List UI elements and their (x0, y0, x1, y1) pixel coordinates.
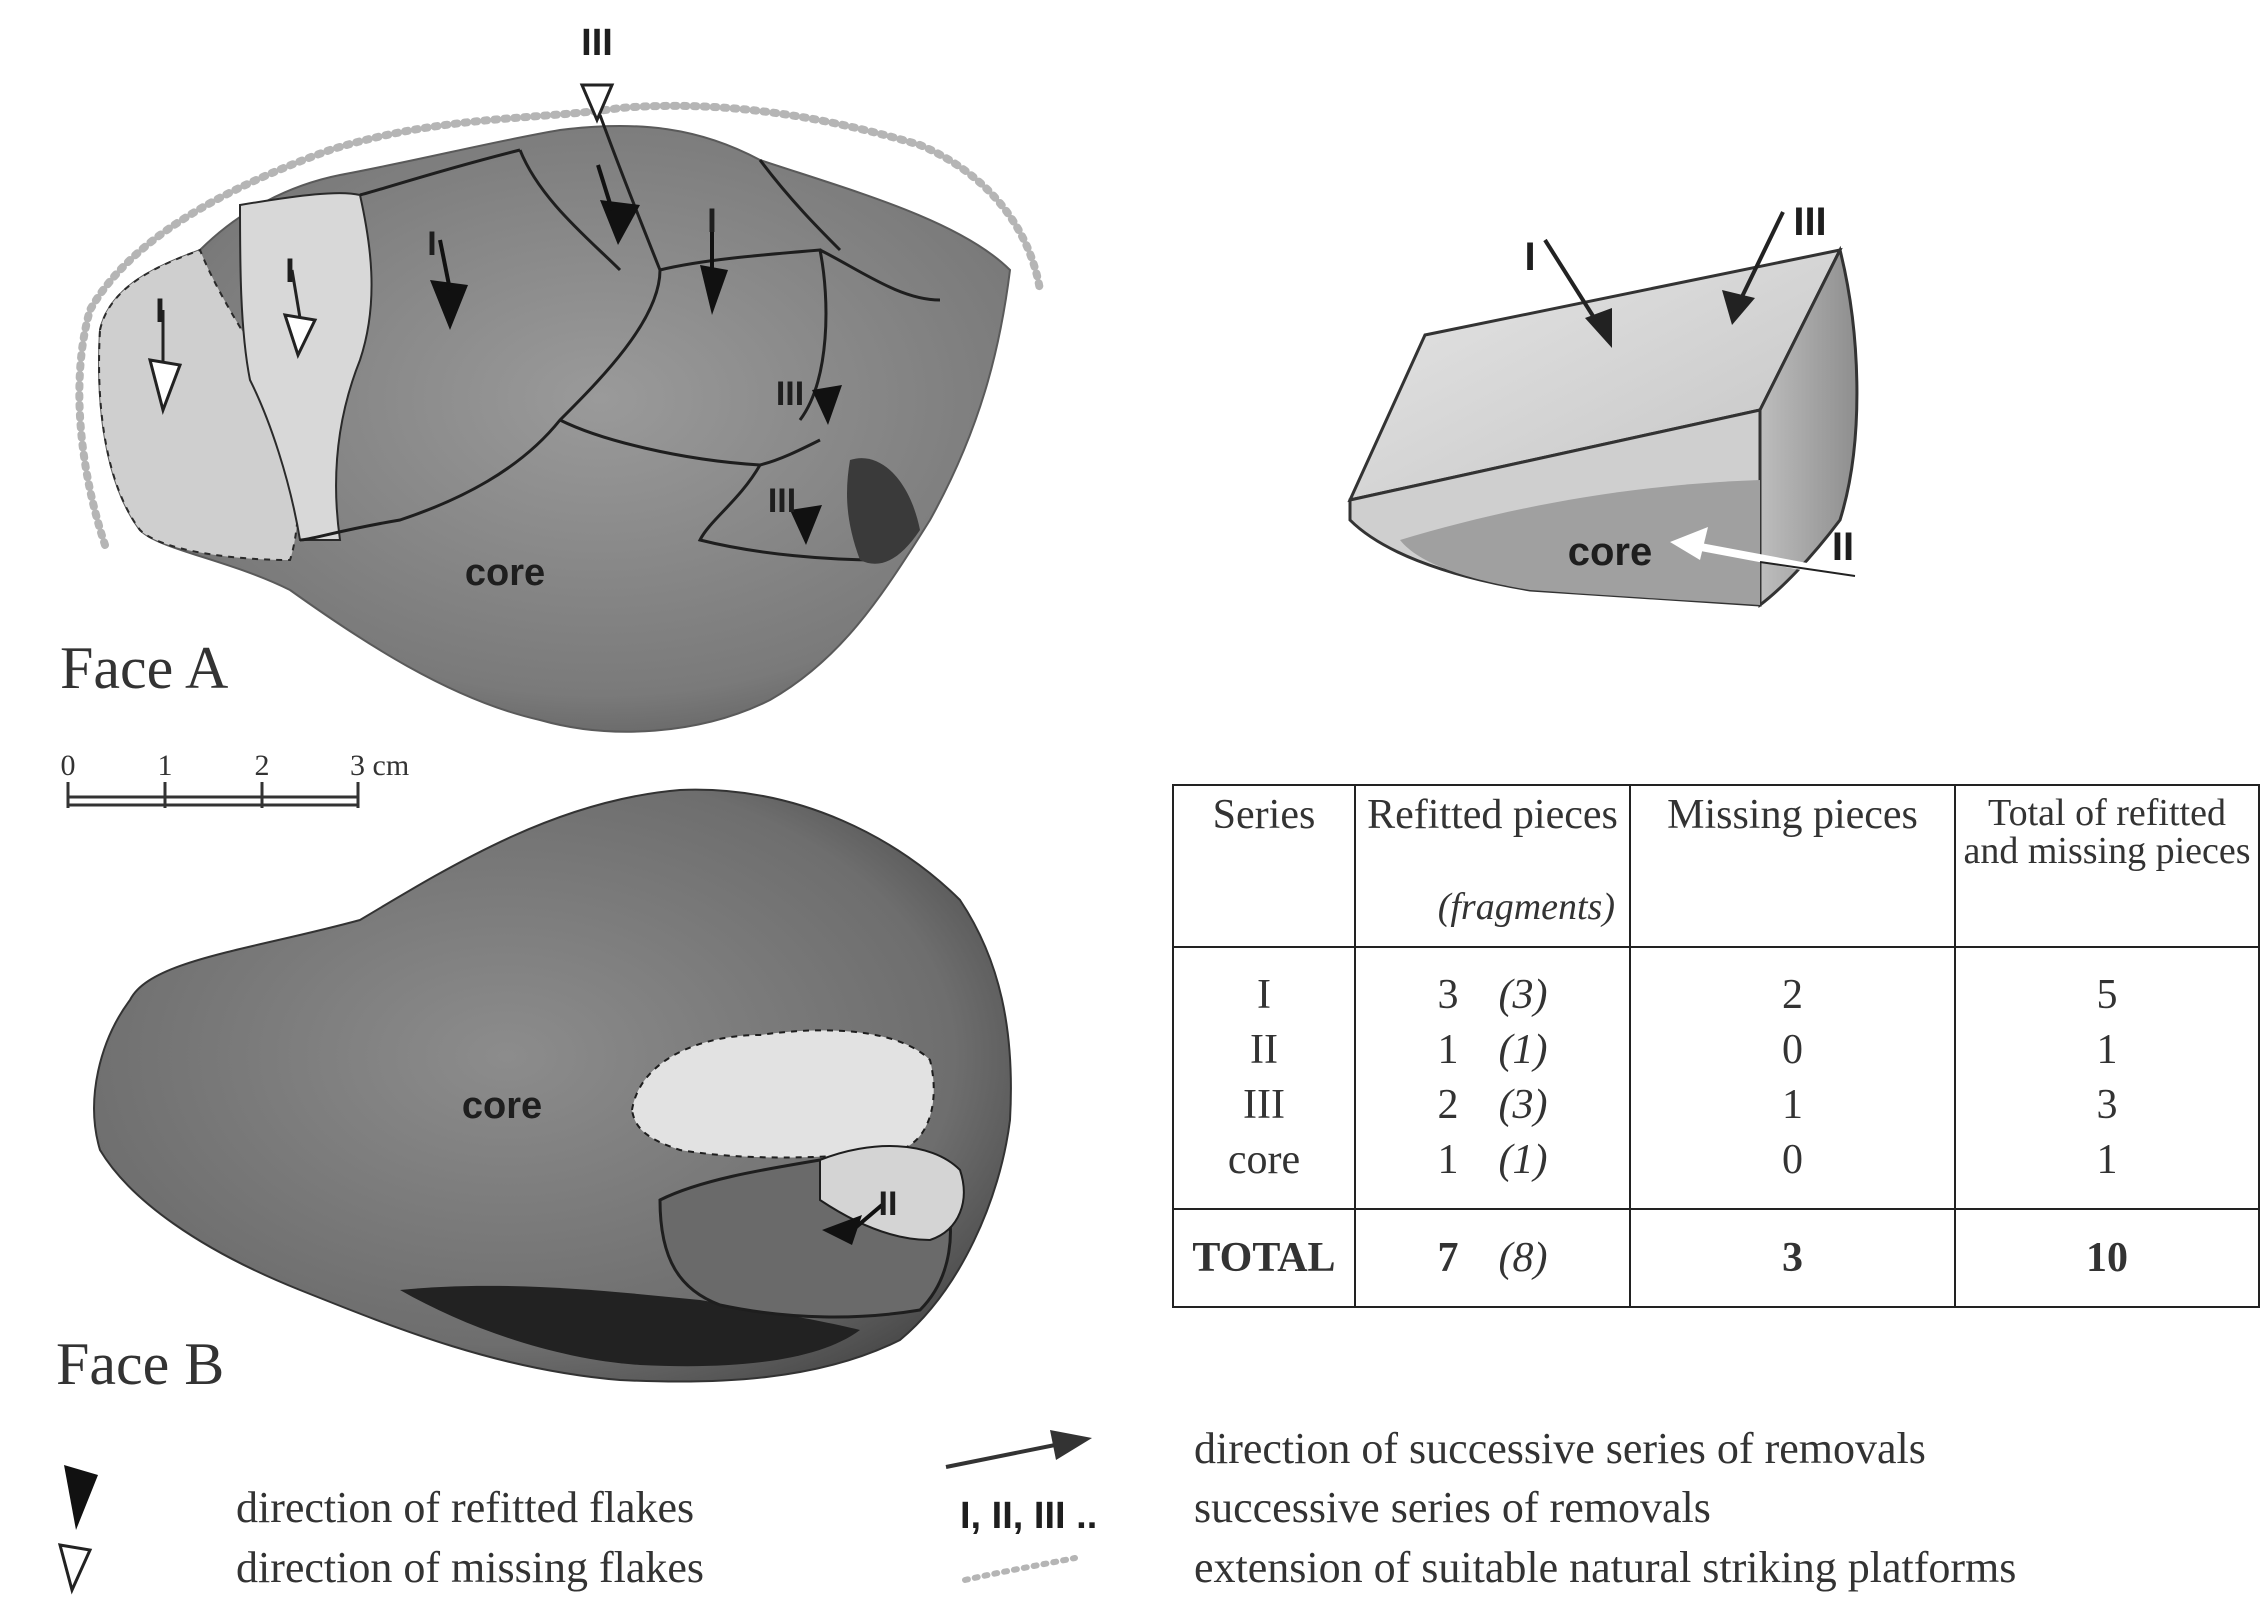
series-arrow-icon-head (1050, 1430, 1092, 1460)
table-cell: 3 (3) (1356, 968, 1629, 1023)
header-refitted: Refitted pieces (fragments) (1355, 785, 1630, 947)
face-b-title: Face B (56, 1330, 224, 1399)
fragment-count: (1) (1499, 1133, 1548, 1188)
table-body-row: I II III core 3 (3) 1 (1) 2 (3) 1 (1) 2 0 1 … (1173, 947, 2259, 1209)
table-header-row: Series Refitted pieces (fragments) Missi… (1173, 785, 2259, 947)
fragment-count: (3) (1499, 968, 1548, 1023)
missing-flake-icon (60, 1545, 90, 1590)
scale-tick-label: 1 (158, 749, 173, 782)
core-schema: I III II core (1350, 200, 1857, 605)
table-cell: 0 (1631, 1023, 1954, 1078)
table-cell: 1 (1) (1356, 1023, 1629, 1078)
legend-missing: direction of missing flakes (236, 1542, 704, 1593)
missing-column: 2 0 1 0 (1630, 947, 1955, 1209)
face-a-series-mark: I (427, 225, 436, 263)
schema-series-mark: II (1832, 525, 1854, 569)
legend-platform: extension of suitable natural striking p… (1194, 1542, 2016, 1593)
header-total-line1: Total of refitted (1956, 794, 2258, 832)
legend-refitted: direction of refitted flakes (236, 1482, 694, 1533)
face-a-series-mark: III (581, 22, 613, 64)
table-cell: core (1174, 1133, 1354, 1188)
face-a-title: Face A (60, 634, 228, 703)
refit-summary-table: Series Refitted pieces (fragments) Missi… (1172, 784, 2260, 1308)
header-total: Total of refitted and missing pieces (1955, 785, 2259, 947)
table-cell: II (1174, 1023, 1354, 1078)
refitted-flake-icon (64, 1465, 98, 1530)
table-cell: 1 (1631, 1078, 1954, 1133)
scale-tick-label: 0 (61, 749, 76, 782)
table-cell: I (1174, 968, 1354, 1023)
scale-bar: 0 1 2 3 cm (61, 749, 410, 808)
total-all: 10 (1955, 1209, 2259, 1307)
series-arrow-icon (946, 1442, 1070, 1467)
schema-core-label: core (1568, 530, 1653, 574)
platform-dotted-icon (965, 1558, 1075, 1580)
face-a-series-mark: III (768, 482, 796, 520)
face-a-core-label: core (465, 552, 545, 594)
header-refitted-label: Refitted pieces (1367, 792, 1618, 838)
table-cell: 5 (1956, 968, 2258, 1023)
header-series: Series (1173, 785, 1355, 947)
scale-tick-label: 3 cm (350, 749, 409, 782)
table-total-row: TOTAL 7 (8) 3 10 (1173, 1209, 2259, 1307)
series-column: I II III core (1173, 947, 1355, 1209)
table-cell: 1 (1) (1356, 1133, 1629, 1188)
table-cell: 3 (1956, 1078, 2258, 1133)
face-b-core-label: core (462, 1085, 542, 1127)
refitted-count: 1 (1438, 1137, 1459, 1183)
face-a-series-mark: III (776, 375, 804, 413)
refitted-count: 2 (1438, 1082, 1459, 1128)
total-missing: 3 (1630, 1209, 1955, 1307)
table-cell: 0 (1631, 1133, 1954, 1188)
table-cell: III (1174, 1078, 1354, 1133)
table-cell: 1 (1956, 1133, 2258, 1188)
table-cell: 2 (1631, 968, 1954, 1023)
schema-series-mark: III (1793, 200, 1826, 244)
legend-arrow: direction of successive series of remova… (1194, 1423, 1926, 1474)
fragment-count: (3) (1499, 1078, 1548, 1133)
table-cell: 1 (1956, 1023, 2258, 1078)
series-symbol-label: I, II, III .. (960, 1495, 1097, 1537)
header-fragments-label: (fragments) (1356, 888, 1629, 926)
fragment-count: (1) (1499, 1023, 1548, 1078)
refitted-count: 7 (1438, 1235, 1459, 1281)
refitted-column: 3 (3) 1 (1) 2 (3) 1 (1) (1355, 947, 1630, 1209)
face-b-drawing: II core (94, 790, 1011, 1382)
scale-tick-label: 2 (255, 749, 270, 782)
total-refitted: 7 (8) (1355, 1209, 1630, 1307)
header-total-line2: and missing pieces (1956, 832, 2258, 870)
total-column: 5 1 3 1 (1955, 947, 2259, 1209)
table-cell: 2 (3) (1356, 1078, 1629, 1133)
face-a-series-mark: I (285, 252, 294, 290)
refitted-count: 3 (1438, 972, 1459, 1018)
face-a-drawing: III I I I I III III core (79, 22, 1040, 732)
face-b-series-mark: II (879, 1185, 898, 1223)
face-a-series-mark: I (707, 202, 716, 240)
total-label: TOTAL (1173, 1209, 1355, 1307)
face-a-series-mark: I (155, 292, 164, 330)
fragment-count: (8) (1499, 1234, 1548, 1282)
legend-series: successive series of removals (1194, 1482, 1711, 1533)
schema-series-mark: I (1524, 235, 1535, 279)
refitted-count: 1 (1438, 1027, 1459, 1073)
header-missing: Missing pieces (1630, 785, 1955, 947)
